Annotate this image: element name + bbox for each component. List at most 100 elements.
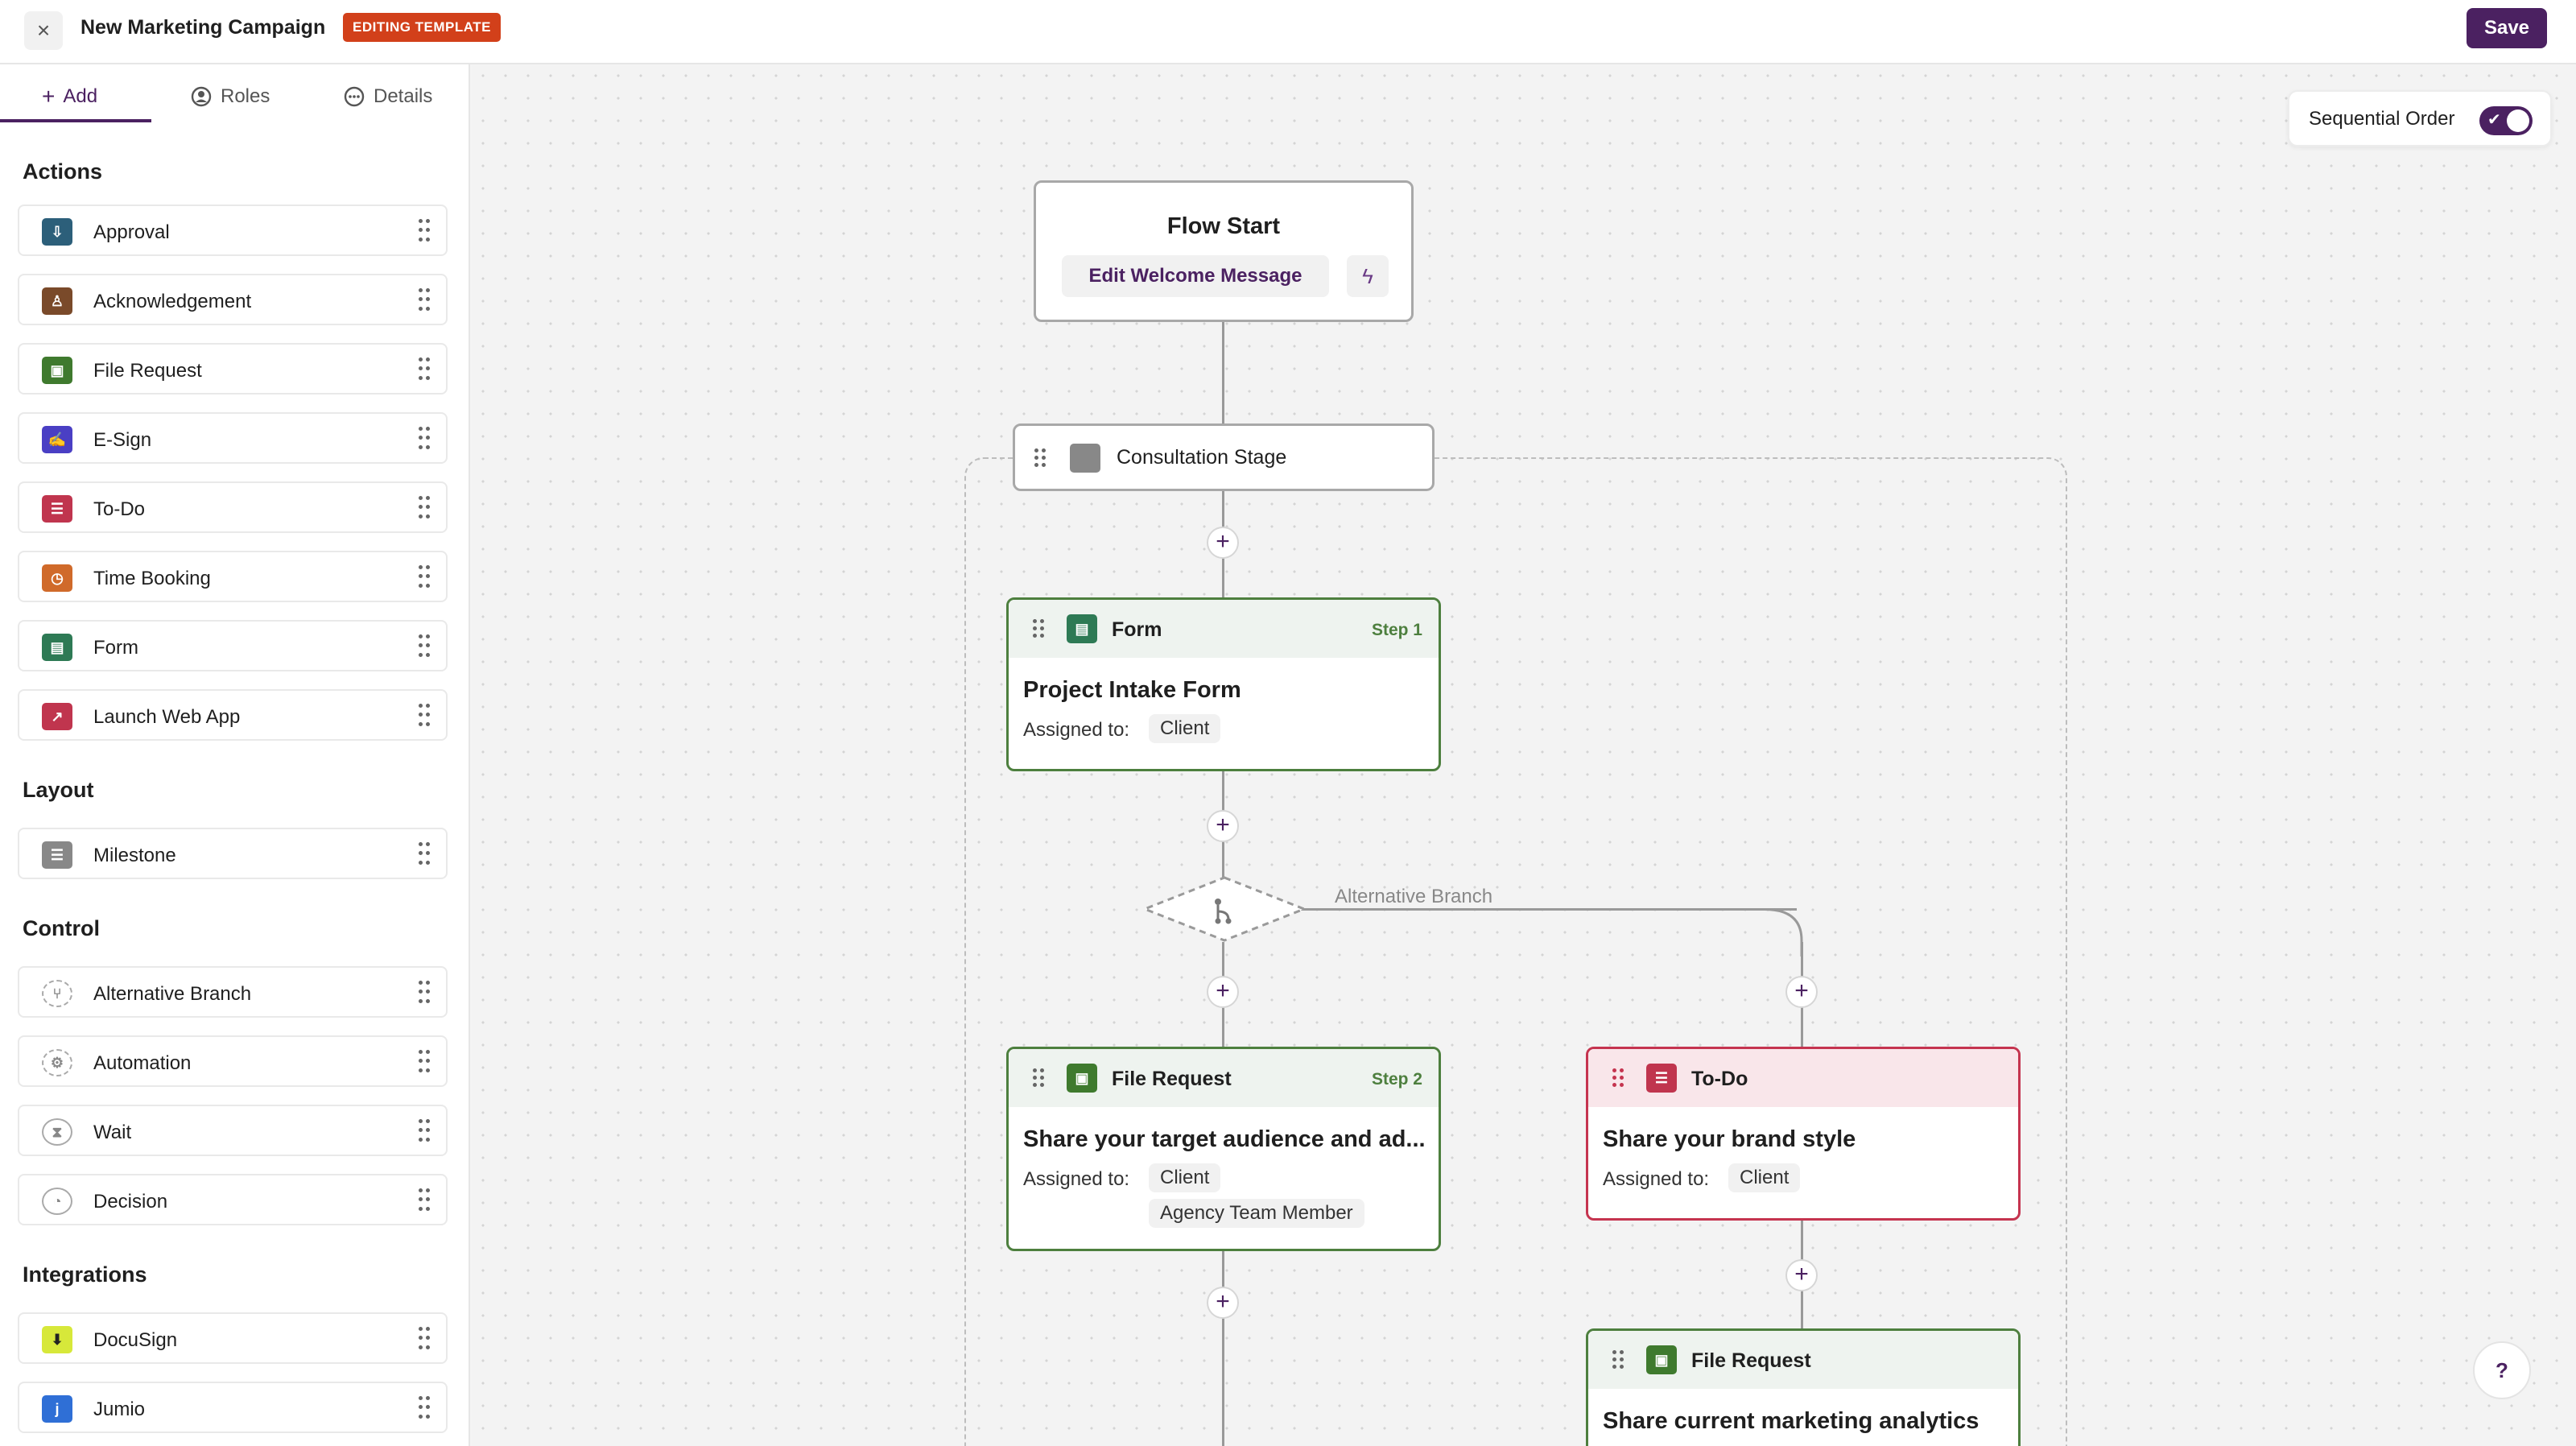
- sequential-order-toggle[interactable]: ✔: [2479, 106, 2533, 135]
- assigned-label: Assigned to:: [1023, 719, 1130, 741]
- section-title-control: Control: [23, 916, 100, 940]
- section-title-actions: Actions: [23, 159, 103, 184]
- drag-handle-icon[interactable]: [1612, 1350, 1624, 1369]
- sidebar-item-milestone[interactable]: ☰ Milestone: [18, 828, 448, 879]
- step-name: Share current marketing analytics: [1603, 1408, 1979, 1434]
- connector-line: [1222, 322, 1224, 425]
- sidebar-item-automation[interactable]: ⚙ Automation: [18, 1035, 448, 1087]
- drag-handle-icon[interactable]: [419, 1188, 430, 1213]
- step-number: Step 1: [1371, 621, 1422, 639]
- drag-handle-icon[interactable]: [419, 1327, 430, 1351]
- sidebar-item-label: File Request: [93, 360, 202, 382]
- form-step-card[interactable]: ▤ Form Step 1 Project Intake Form Assign…: [1006, 597, 1441, 771]
- step-card-header: ▣ File Request Step 2: [1009, 1049, 1439, 1107]
- sidebar-item-file-request[interactable]: ▣ File Request: [18, 343, 448, 395]
- drag-handle-icon[interactable]: [419, 634, 430, 659]
- todo-step-card[interactable]: ☰ To-Do Share your brand style Assigned …: [1586, 1047, 2021, 1221]
- toggle-knob: [2507, 109, 2529, 132]
- drag-handle-icon[interactable]: [419, 1050, 430, 1074]
- drag-handle-icon[interactable]: [1033, 619, 1044, 638]
- sidebar-item-label: Decision: [93, 1191, 168, 1213]
- branch-corner: [1765, 908, 1803, 956]
- drag-handle-icon[interactable]: [419, 219, 430, 243]
- sidebar-item-form[interactable]: ▤ Form: [18, 620, 448, 671]
- form-icon: ▤: [1067, 614, 1097, 643]
- sidebar-item-decision[interactable]: ◔ Decision: [18, 1174, 448, 1225]
- top-bar: × New Marketing Campaign EDITING TEMPLAT…: [0, 0, 2576, 64]
- tab-add[interactable]: + Add: [42, 81, 97, 113]
- todo-icon: ☰: [42, 495, 72, 523]
- drag-handle-icon[interactable]: [1034, 448, 1046, 467]
- add-step-button[interactable]: +: [1207, 527, 1239, 559]
- milestone-icon: [1070, 444, 1100, 473]
- page-title: New Marketing Campaign: [80, 16, 326, 39]
- file-request-icon: ▣: [1646, 1345, 1677, 1374]
- save-button[interactable]: Save: [2467, 8, 2547, 48]
- step-type: To-Do: [1691, 1068, 1748, 1090]
- sidebar-item-label: Approval: [93, 221, 170, 243]
- section-title-layout: Layout: [23, 778, 94, 802]
- drag-handle-icon[interactable]: [419, 565, 430, 589]
- file-request-step-card[interactable]: ▣ File Request Step 2 Share your target …: [1006, 1047, 1441, 1251]
- active-tab-indicator: [0, 119, 151, 122]
- assignee-chip: Client: [1149, 1163, 1221, 1192]
- sidebar-item-label: Automation: [93, 1052, 192, 1074]
- sequential-order-label: Sequential Order: [2309, 108, 2455, 130]
- tab-roles[interactable]: Roles: [190, 81, 270, 113]
- add-step-button[interactable]: +: [1785, 976, 1818, 1008]
- plus-icon: +: [42, 84, 56, 109]
- drag-handle-icon[interactable]: [419, 704, 430, 728]
- hourglass-icon: ⧗: [42, 1118, 72, 1146]
- sidebar-item-jumio[interactable]: j Jumio: [18, 1382, 448, 1433]
- file-request-step-card-2[interactable]: ▣ File Request Share current marketing a…: [1586, 1328, 2021, 1446]
- sidebar-item-label: E-Sign: [93, 429, 152, 451]
- sidebar-item-launch-web-app[interactable]: ↗ Launch Web App: [18, 689, 448, 741]
- sidebar-item-label: Jumio: [93, 1398, 146, 1420]
- automation-icon: ⚙: [42, 1049, 72, 1076]
- drag-handle-icon[interactable]: [1612, 1068, 1624, 1087]
- edit-welcome-message-button[interactable]: Edit Welcome Message: [1062, 255, 1329, 297]
- sidebar-item-wait[interactable]: ⧗ Wait: [18, 1105, 448, 1156]
- drag-handle-icon[interactable]: [419, 357, 430, 382]
- help-button[interactable]: ?: [2473, 1341, 2531, 1399]
- drag-handle-icon[interactable]: [419, 842, 430, 866]
- sidebar-item-acknowledgement[interactable]: ♙ Acknowledgement: [18, 274, 448, 325]
- sequential-order-control: Sequential Order ✔: [2288, 90, 2552, 147]
- sidebar-item-approval[interactable]: ⇩ Approval: [18, 205, 448, 256]
- branch-icon: ⑂: [42, 980, 72, 1007]
- sidebar-item-label: Wait: [93, 1122, 132, 1143]
- add-step-button[interactable]: +: [1207, 1287, 1239, 1319]
- drag-handle-icon[interactable]: [419, 1396, 430, 1420]
- flow-start-card[interactable]: Flow Start Edit Welcome Message ϟ: [1034, 180, 1414, 322]
- step-card-header: ▣ File Request: [1588, 1331, 2018, 1389]
- drag-handle-icon[interactable]: [419, 496, 430, 520]
- tab-details[interactable]: Details: [343, 81, 432, 113]
- sidebar-item-label: Time Booking: [93, 568, 211, 589]
- flow-canvas[interactable]: [472, 64, 2576, 1446]
- drag-handle-icon[interactable]: [419, 427, 430, 451]
- drag-handle-icon[interactable]: [419, 981, 430, 1005]
- sidebar-item-e-sign[interactable]: ✍ E-Sign: [18, 412, 448, 464]
- section-title-integrations: Integrations: [23, 1262, 147, 1287]
- add-step-button[interactable]: +: [1207, 976, 1239, 1008]
- step-type: Form: [1112, 618, 1162, 641]
- lightning-icon: ϟ: [1362, 263, 1373, 288]
- sidebar-item-to-do[interactable]: ☰ To-Do: [18, 481, 448, 533]
- drag-handle-icon[interactable]: [1033, 1068, 1044, 1087]
- sidebar-item-label: Form: [93, 637, 138, 659]
- automation-bolt-button[interactable]: ϟ: [1347, 255, 1389, 297]
- sidebar-item-alternative-branch[interactable]: ⑂ Alternative Branch: [18, 966, 448, 1018]
- drag-handle-icon[interactable]: [419, 1119, 430, 1143]
- drag-handle-icon[interactable]: [419, 288, 430, 312]
- add-step-button[interactable]: +: [1207, 810, 1239, 842]
- close-button[interactable]: ×: [24, 11, 63, 50]
- consultation-stage-card[interactable]: Consultation Stage: [1013, 423, 1435, 491]
- sidebar: + Add Roles Details Actions ⇩ Approval ♙…: [0, 64, 470, 1446]
- alternative-branch-node[interactable]: [1140, 874, 1309, 944]
- sidebar-item-time-booking[interactable]: ◷ Time Booking: [18, 551, 448, 602]
- sidebar-item-label: To-Do: [93, 498, 146, 520]
- assignee-chip: Agency Team Member: [1149, 1199, 1364, 1228]
- add-step-button[interactable]: +: [1785, 1259, 1818, 1291]
- assignee-chip: Client: [1149, 714, 1221, 743]
- sidebar-item-docusign[interactable]: ⬇ DocuSign: [18, 1312, 448, 1364]
